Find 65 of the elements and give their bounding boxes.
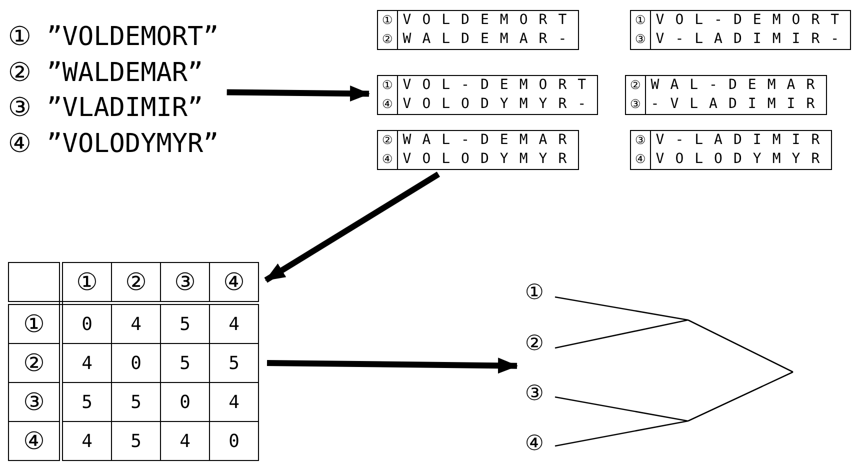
distance-value: 5 bbox=[112, 422, 160, 460]
distance-value: 4 bbox=[61, 422, 112, 460]
sequence-number: ② bbox=[378, 30, 398, 49]
aligned-sequence: VOL-DEMORT bbox=[402, 76, 598, 95]
sequence-number: ① bbox=[378, 11, 398, 30]
alignment-box bbox=[630, 10, 852, 50]
aligned-sequence: -VLADIMIR bbox=[650, 95, 826, 114]
aligned-sequence: V-LADIMIR bbox=[654, 131, 831, 150]
aligned-sequence: WALDEMAR- bbox=[402, 30, 578, 49]
distance-value: 4 bbox=[210, 382, 258, 422]
arrow bbox=[226, 86, 370, 102]
aligned-sequence: VOLODYMYR bbox=[654, 150, 831, 169]
aligned-sequence: VOLODYMYR bbox=[402, 150, 578, 169]
row-header: ② bbox=[8, 344, 61, 382]
leaf-label: ② bbox=[525, 331, 544, 355]
sequence-number: ② bbox=[626, 76, 646, 95]
alignment-box bbox=[377, 10, 579, 50]
row-header: ③ bbox=[8, 382, 61, 422]
distance-value: 4 bbox=[61, 344, 112, 382]
distance-value: 0 bbox=[210, 422, 258, 460]
arrow bbox=[264, 172, 440, 283]
sequence-number: ① bbox=[631, 11, 651, 30]
distance-value: 0 bbox=[112, 344, 160, 382]
alignment-box bbox=[377, 75, 598, 115]
distance-value: 5 bbox=[61, 382, 112, 422]
sequence-number: ④ bbox=[378, 95, 398, 114]
sequence-number: ④ bbox=[378, 150, 398, 169]
name-entry: ② ”WALDEMAR” bbox=[8, 56, 204, 90]
row-header: ④ bbox=[8, 422, 61, 460]
sequence-number: ④ bbox=[631, 150, 651, 169]
alignment-box bbox=[625, 75, 827, 115]
distance-value: 5 bbox=[210, 344, 258, 382]
distance-value: 5 bbox=[160, 344, 210, 382]
distance-value: 5 bbox=[160, 303, 210, 344]
leaf-label: ① bbox=[525, 280, 544, 304]
arrow bbox=[266, 358, 518, 374]
aligned-sequence: VOL-DEMORT bbox=[654, 11, 850, 30]
distance-value: 0 bbox=[160, 382, 210, 422]
sequence-number: ① bbox=[378, 76, 398, 95]
distance-value: 5 bbox=[112, 382, 160, 422]
column-header: ③ bbox=[160, 262, 210, 303]
sequence-number: ③ bbox=[626, 95, 646, 114]
aligned-sequence: VOLODYMYR- bbox=[402, 95, 598, 114]
name-entry: ④ ”VOLODYMYR” bbox=[8, 128, 219, 160]
row-header: ① bbox=[8, 303, 61, 344]
aligned-sequence: WAL-DEMAR bbox=[650, 76, 826, 95]
distance-value: 4 bbox=[160, 422, 210, 460]
aligned-sequence: V-LADIMIR- bbox=[654, 30, 850, 49]
distance-value: 4 bbox=[112, 303, 160, 344]
column-header: ① bbox=[61, 262, 112, 303]
name-entry: ③ ”VLADIMIR” bbox=[8, 92, 204, 125]
sequence-number: ③ bbox=[631, 131, 651, 150]
leaf-label: ③ bbox=[525, 381, 544, 405]
aligned-sequence: WAL-DEMAR bbox=[402, 131, 578, 150]
distance-value: 0 bbox=[61, 303, 112, 344]
name-entry: ① ”VOLDEMORT” bbox=[8, 21, 219, 54]
distance-value: 4 bbox=[210, 303, 258, 344]
sequence-number: ② bbox=[378, 131, 398, 150]
leaf-label: ④ bbox=[525, 431, 544, 455]
alignment-box bbox=[630, 130, 832, 170]
aligned-sequence: VOLDEMORT bbox=[402, 11, 578, 30]
column-header: ④ bbox=[210, 262, 258, 303]
alignment-box bbox=[377, 130, 579, 170]
column-header: ② bbox=[112, 262, 160, 303]
sequence-number: ③ bbox=[631, 30, 651, 49]
